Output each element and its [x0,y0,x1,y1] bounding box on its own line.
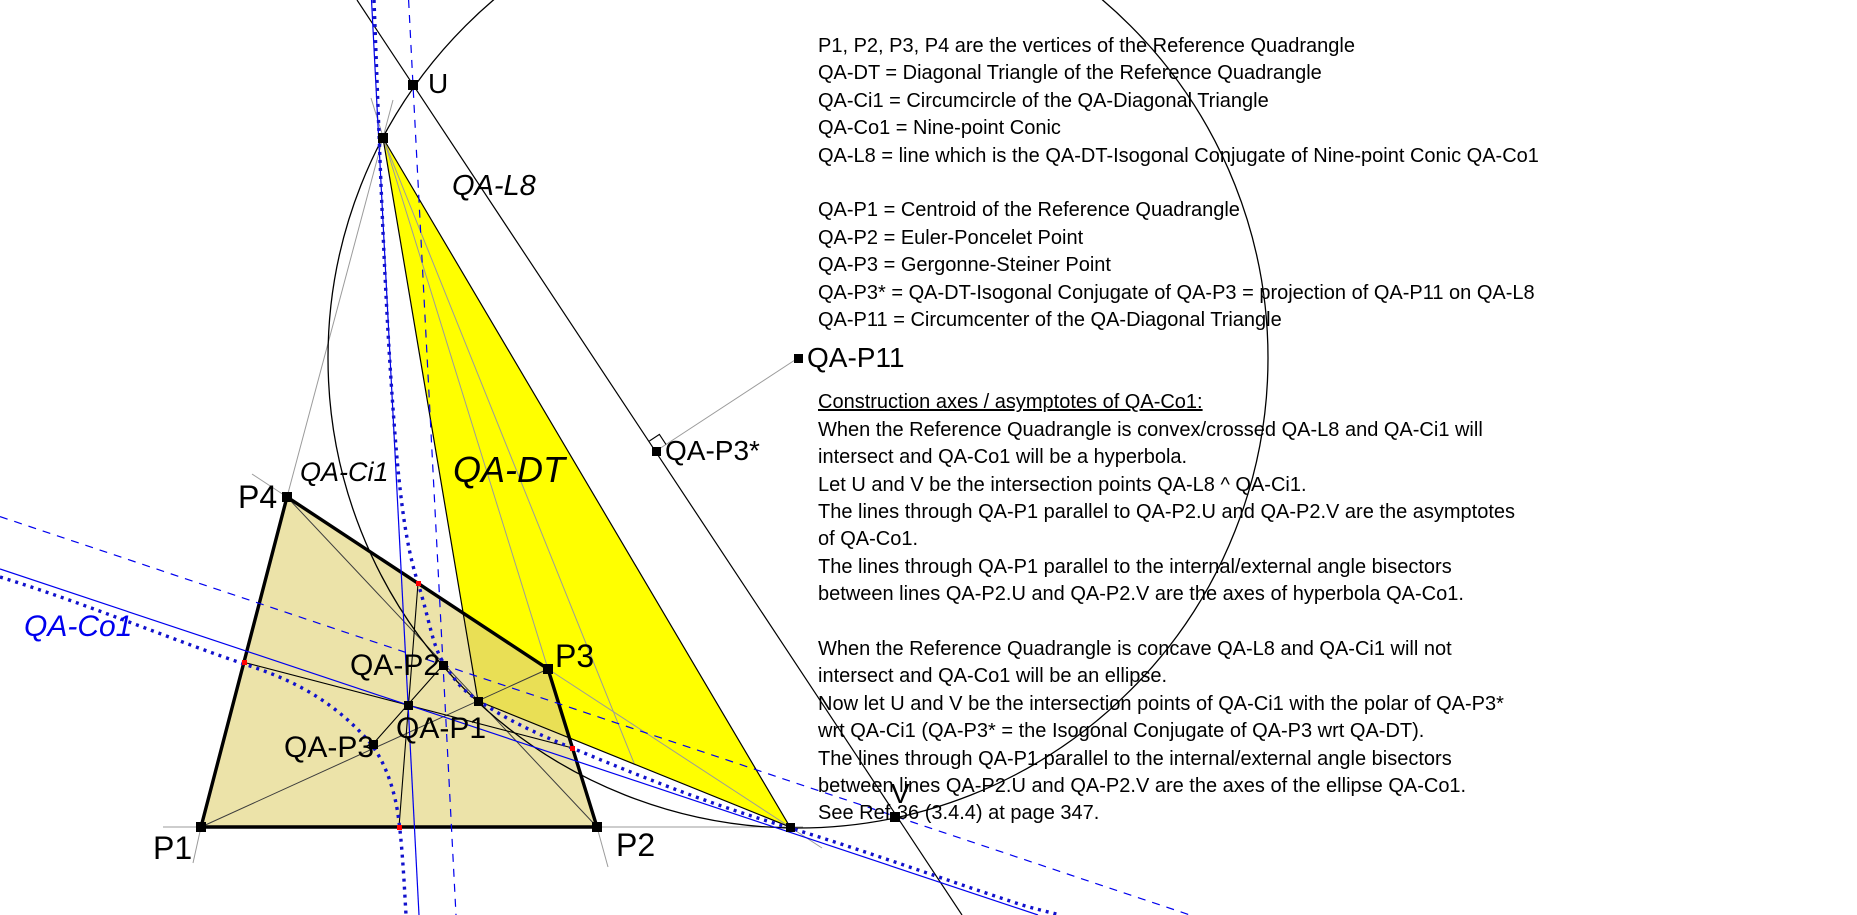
sideline-extensions [163,97,823,868]
panel-line: The lines through QA-P1 parallel to QA-P… [818,500,1516,523]
panel-line: intersect and QA-Co1 will be a hyperbola… [818,446,1188,469]
panel-line: Let U and V be the intersection points Q… [818,473,1307,496]
line-P1P4-extension [286,99,394,498]
label-QA-Co1: QA-Co1 [24,610,133,643]
point-QA-P1 [403,700,413,710]
point-P1 [196,822,206,832]
panel-line: QA-P11 = Circumcenter of the QA-Diagonal… [818,309,1282,332]
panel-line: QA-P1 = Centroid of the Reference Quadra… [818,199,1240,222]
label-P3: P3 [555,638,595,674]
panel-line: QA-P3* = QA-DT-Isogonal Conjugate of QA-… [818,281,1535,304]
midpoint-P1P4 [241,659,247,665]
point-QA-P2 [438,660,448,670]
line-DT-median [382,137,635,764]
midpoint-P3P4 [415,580,421,586]
dashed-lines [0,0,1191,915]
point-QA-P11 [793,353,803,363]
label-QA-Ci1: QA-Ci1 [300,457,389,487]
label-P1: P1 [153,830,193,866]
line-QA-L8 [356,0,963,915]
circle-QA-Ci1 [327,0,1269,829]
line-QA-P2-U [408,0,457,915]
label-QA-P1: QA-P1 [396,712,487,745]
panel-line: between lines QA-P2.U and QA-P2.V are th… [818,583,1464,606]
line-P1P4-extension-below [192,826,202,864]
point-P3 [543,664,553,674]
panel-line: QA-P2 = Euler-Poncelet Point [818,226,1084,249]
label-QA-P3: QA-P3 [284,731,375,764]
line-P2P3-extension-below [596,826,609,868]
label-V: V [891,778,910,809]
triangle-quadrangle-overlap-fill [463,613,570,738]
conic-branch-left [0,575,408,915]
line-QA-P11-to-QA-P3star [655,357,799,452]
point-P4 [282,492,292,502]
asymptote-parallel-QA-P2V [0,568,1039,915]
point-DT-vertex-mid [473,696,483,706]
reference-quadrangle-fill [201,497,597,827]
point-U [408,80,418,90]
label-P4: P4 [238,479,278,515]
panel-line: The lines through QA-P1 parallel to the … [818,555,1452,578]
point-DT-vertex-right [785,822,795,832]
midpoint-P2P3 [569,745,575,751]
line-P2P3-extension [370,97,549,670]
panel-line [818,609,1848,636]
line-P3P4-extension-right [547,668,823,849]
label-U: U [428,68,449,99]
explanation-text-panel: P1, P2, P3, P4 are the vertices of the R… [818,33,1848,828]
point-V [890,812,900,822]
label-P2: P2 [616,827,656,863]
panel-line: between lines QA-P2.U and QA-P2.V are th… [818,774,1467,797]
line-P3P4-extension-left [251,473,288,498]
panel-line: See Ref-36 (3.4.4) at page 347. [818,802,1100,825]
panel-line [818,362,1848,389]
midpoint-P1P2 [396,824,402,830]
panel-line: of QA-Co1. [818,528,919,551]
panel-line: QA-L8 = line which is the QA-DT-Isogonal… [818,144,1539,167]
panel-line: QA-P3 = Gergonne-Steiner Point [818,254,1111,277]
panel-line [818,334,1848,361]
panel-line: When the Reference Quadrangle is concave… [818,637,1452,660]
label-QA-L8: QA-L8 [452,170,536,202]
panel-heading: Construction axes / asymptotes of QA-Co1… [818,391,1203,414]
panel-line: wrt QA-Ci1 (QA-P3* = the Isogonal Conjug… [818,720,1425,743]
right-angle-mark [649,433,667,445]
point-P2 [592,822,602,832]
panel-line: intersect and QA-Co1 will be an ellipse. [818,665,1168,688]
label-QA-P3star: QA-P3* [665,435,760,466]
label-QA-P11: QA-P11 [807,342,905,373]
point-QA-P3 [368,739,378,749]
panel-line: The lines through QA-P1 parallel to the … [818,747,1452,770]
point-DT-vertex-top [378,133,388,143]
panel-line: QA-Ci1 = Circumcircle of the QA-Diagonal… [818,89,1269,112]
panel-line: QA-Co1 = Nine-point Conic [818,117,1061,140]
panel-line [818,170,1848,197]
panel-line: P1, P2, P3, P4 are the vertices of the R… [818,35,1355,57]
panel-line: Now let U and V be the intersection poin… [818,692,1504,715]
label-QA-DT: QA-DT [453,449,565,490]
label-QA-P2: QA-P2 [350,649,441,682]
panel-line: When the Reference Quadrangle is convex/… [818,418,1483,441]
point-QA-P3star [651,446,661,456]
panel-line: QA-DT = Diagonal Triangle of the Referen… [818,62,1322,85]
